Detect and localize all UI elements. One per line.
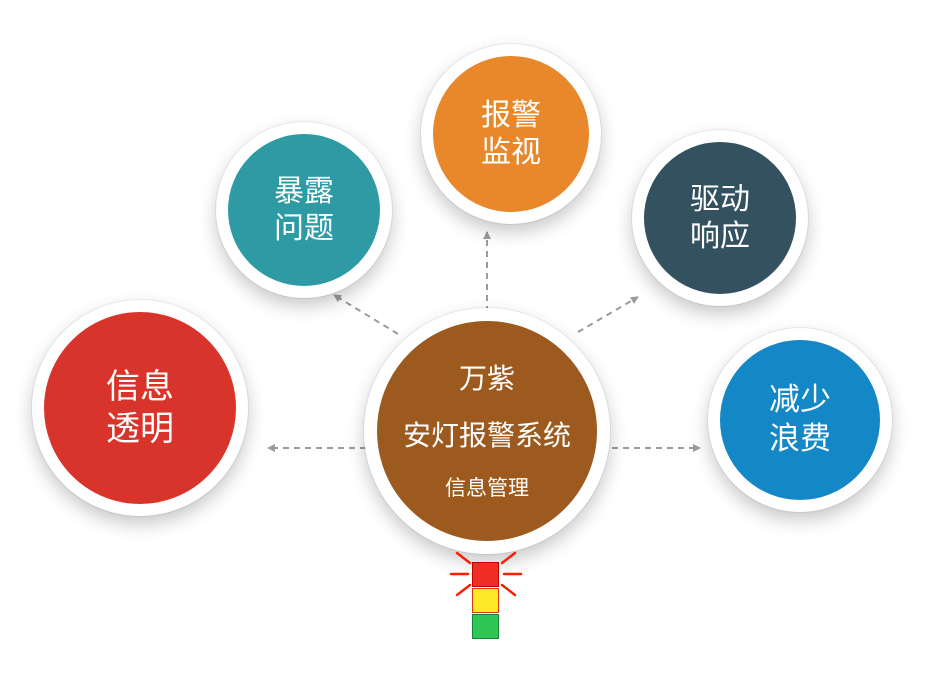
circle-alarm-monitoring: 报警 监视: [421, 44, 601, 224]
circle-label-line: 驱动: [690, 181, 750, 217]
circle-label-line: 监视: [481, 135, 541, 170]
circle-reduce-waste: 减少 浪费: [708, 328, 892, 512]
circle-label-line: 暴露: [274, 173, 334, 209]
center-title-line2: 安灯报警系统: [402, 418, 571, 452]
circle-center-system: 万紫 安灯报警系统 信息管理: [364, 308, 610, 554]
center-title-line1: 万紫: [458, 361, 515, 395]
circle-expose-problems: 暴露 问题: [216, 122, 392, 298]
circle-label-line: 减少: [769, 382, 831, 419]
andon-red-lamp: [472, 562, 499, 587]
circle-info-transparency: 信息 透明: [32, 300, 248, 516]
circle-label-line: 透明: [106, 409, 174, 449]
circle-drive-response: 驱动 响应: [632, 130, 808, 306]
andon-yellow-lamp: [472, 588, 499, 613]
circle-label-line: 信息: [106, 366, 174, 407]
circle-label-line: 问题: [274, 211, 334, 246]
andon-light-tower: [438, 543, 534, 647]
andon-green-lamp: [472, 614, 499, 639]
arrow-to-expose-problems: [333, 294, 399, 335]
center-title-line3: 信息管理: [445, 475, 529, 500]
circle-label-line: 浪费: [769, 421, 831, 457]
arrow-to-drive-response: [577, 296, 639, 333]
alarm-flash-rays-icon: [449, 551, 523, 597]
circle-label-line: 报警: [481, 97, 541, 133]
circle-label-line: 响应: [690, 219, 750, 254]
